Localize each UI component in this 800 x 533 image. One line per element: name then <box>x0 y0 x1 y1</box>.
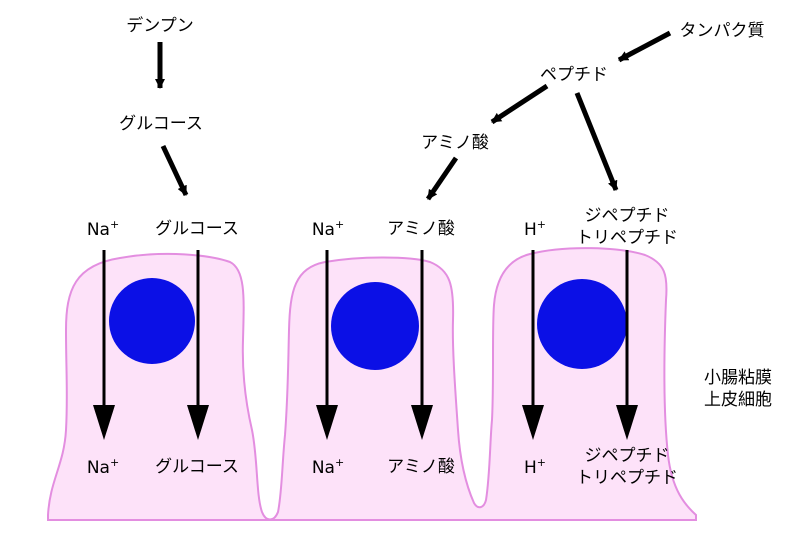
arrow-peptide-to-aminoacid <box>490 83 549 125</box>
transport-head-na-2 <box>316 405 338 440</box>
arrow-peptide-to-dipeptide <box>574 92 619 191</box>
transport-head-h <box>522 405 544 440</box>
label-peptide: ペプチド <box>540 65 608 85</box>
label-h-top: H+ <box>524 218 546 240</box>
transport-arrows <box>93 250 638 440</box>
transport-head-na-1 <box>93 405 115 440</box>
nucleus-2 <box>331 282 419 370</box>
arrow-glucose-to-glucose <box>160 144 189 197</box>
label-na-bottom-2: Na+ <box>312 456 344 478</box>
label-aminoacid-intermediate: アミノ酸 <box>421 133 489 153</box>
label-dipeptide-top: ジペプチド <box>585 206 670 226</box>
transport-head-aminoacid <box>411 405 433 440</box>
label-starch: デンプン <box>126 15 194 36</box>
label-glucose-intermediate: グルコース <box>119 114 203 134</box>
transport-head-glucose <box>187 405 209 440</box>
label-dipeptide-bottom: ジペプチド <box>585 446 670 466</box>
digestion-arrows <box>155 30 672 201</box>
nucleus-3 <box>537 279 627 369</box>
label-na-top-2: Na+ <box>312 218 344 240</box>
label-glucose-top: グルコース <box>155 219 239 239</box>
label-tripeptide-bottom: トリペプチド <box>576 468 678 488</box>
label-aminoacid-bottom: アミノ酸 <box>387 457 455 477</box>
label-cell-line2: 上皮細胞 <box>704 390 772 410</box>
label-na-top-1: Na+ <box>87 218 119 240</box>
label-cell-line1: 小腸粘膜 <box>704 368 772 388</box>
arrow-aminoacid-to-aminoacid <box>425 156 459 201</box>
transport-head-peptide <box>616 405 638 440</box>
label-aminoacid-top: アミノ酸 <box>387 219 455 239</box>
label-protein: タンパク質 <box>680 21 765 41</box>
label-glucose-bottom: グルコース <box>155 457 239 477</box>
nucleus-1 <box>109 278 195 364</box>
label-tripeptide-top: トリペプチド <box>576 228 678 248</box>
label-h-bottom: H+ <box>524 456 546 478</box>
arrow-protein-to-peptide <box>617 30 672 63</box>
label-na-bottom-1: Na+ <box>87 456 119 478</box>
